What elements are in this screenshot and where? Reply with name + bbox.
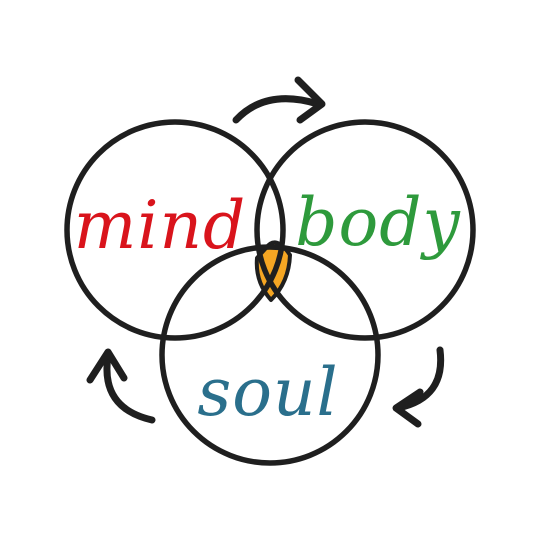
mind-label: mind [74, 187, 246, 264]
soul-circle [159, 244, 381, 466]
arrow-right-curved-icon [232, 76, 326, 124]
mind-circle [64, 119, 286, 341]
arrow-up-curved-icon [86, 348, 156, 424]
body-circle [254, 119, 476, 341]
body-label: body [295, 184, 461, 261]
soul-label: soul [197, 354, 338, 431]
arrow-down-curved-icon [392, 346, 445, 428]
